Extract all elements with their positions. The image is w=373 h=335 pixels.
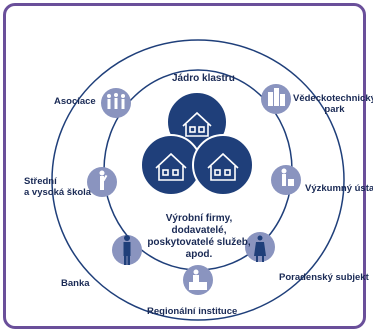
banker-icon [112, 235, 142, 265]
outer-ring [51, 39, 345, 321]
house-icon [207, 152, 239, 181]
core-label: Jádro klastru [172, 73, 235, 84]
node-label-skola: Střední a vysoká škola [24, 176, 92, 198]
house-icon [155, 152, 187, 181]
official-desk-icon [183, 265, 213, 295]
node-label-poradensky-subjekt: Poradenský subjekt [279, 272, 369, 283]
house-icon [182, 111, 212, 137]
core-description: Výrobní firmy, dodavatelé, poskytovatelé… [147, 213, 251, 260]
consultant-icon [245, 232, 275, 262]
science-park-icon [261, 84, 291, 114]
node-label-vedeckotechnicky-park: Vědeckotechnický park [293, 93, 373, 115]
people-group-icon [101, 88, 131, 118]
node-label-regionalni-instituce: Regionální instituce [147, 306, 238, 317]
node-label-vyzkumny-ustav: Výzkumný ústav [305, 183, 373, 194]
core-circle-right [192, 134, 254, 196]
researcher-icon [271, 165, 301, 195]
node-label-asociace: Asociace [54, 96, 96, 107]
student-icon [87, 167, 117, 197]
node-label-banka: Banka [61, 278, 90, 289]
